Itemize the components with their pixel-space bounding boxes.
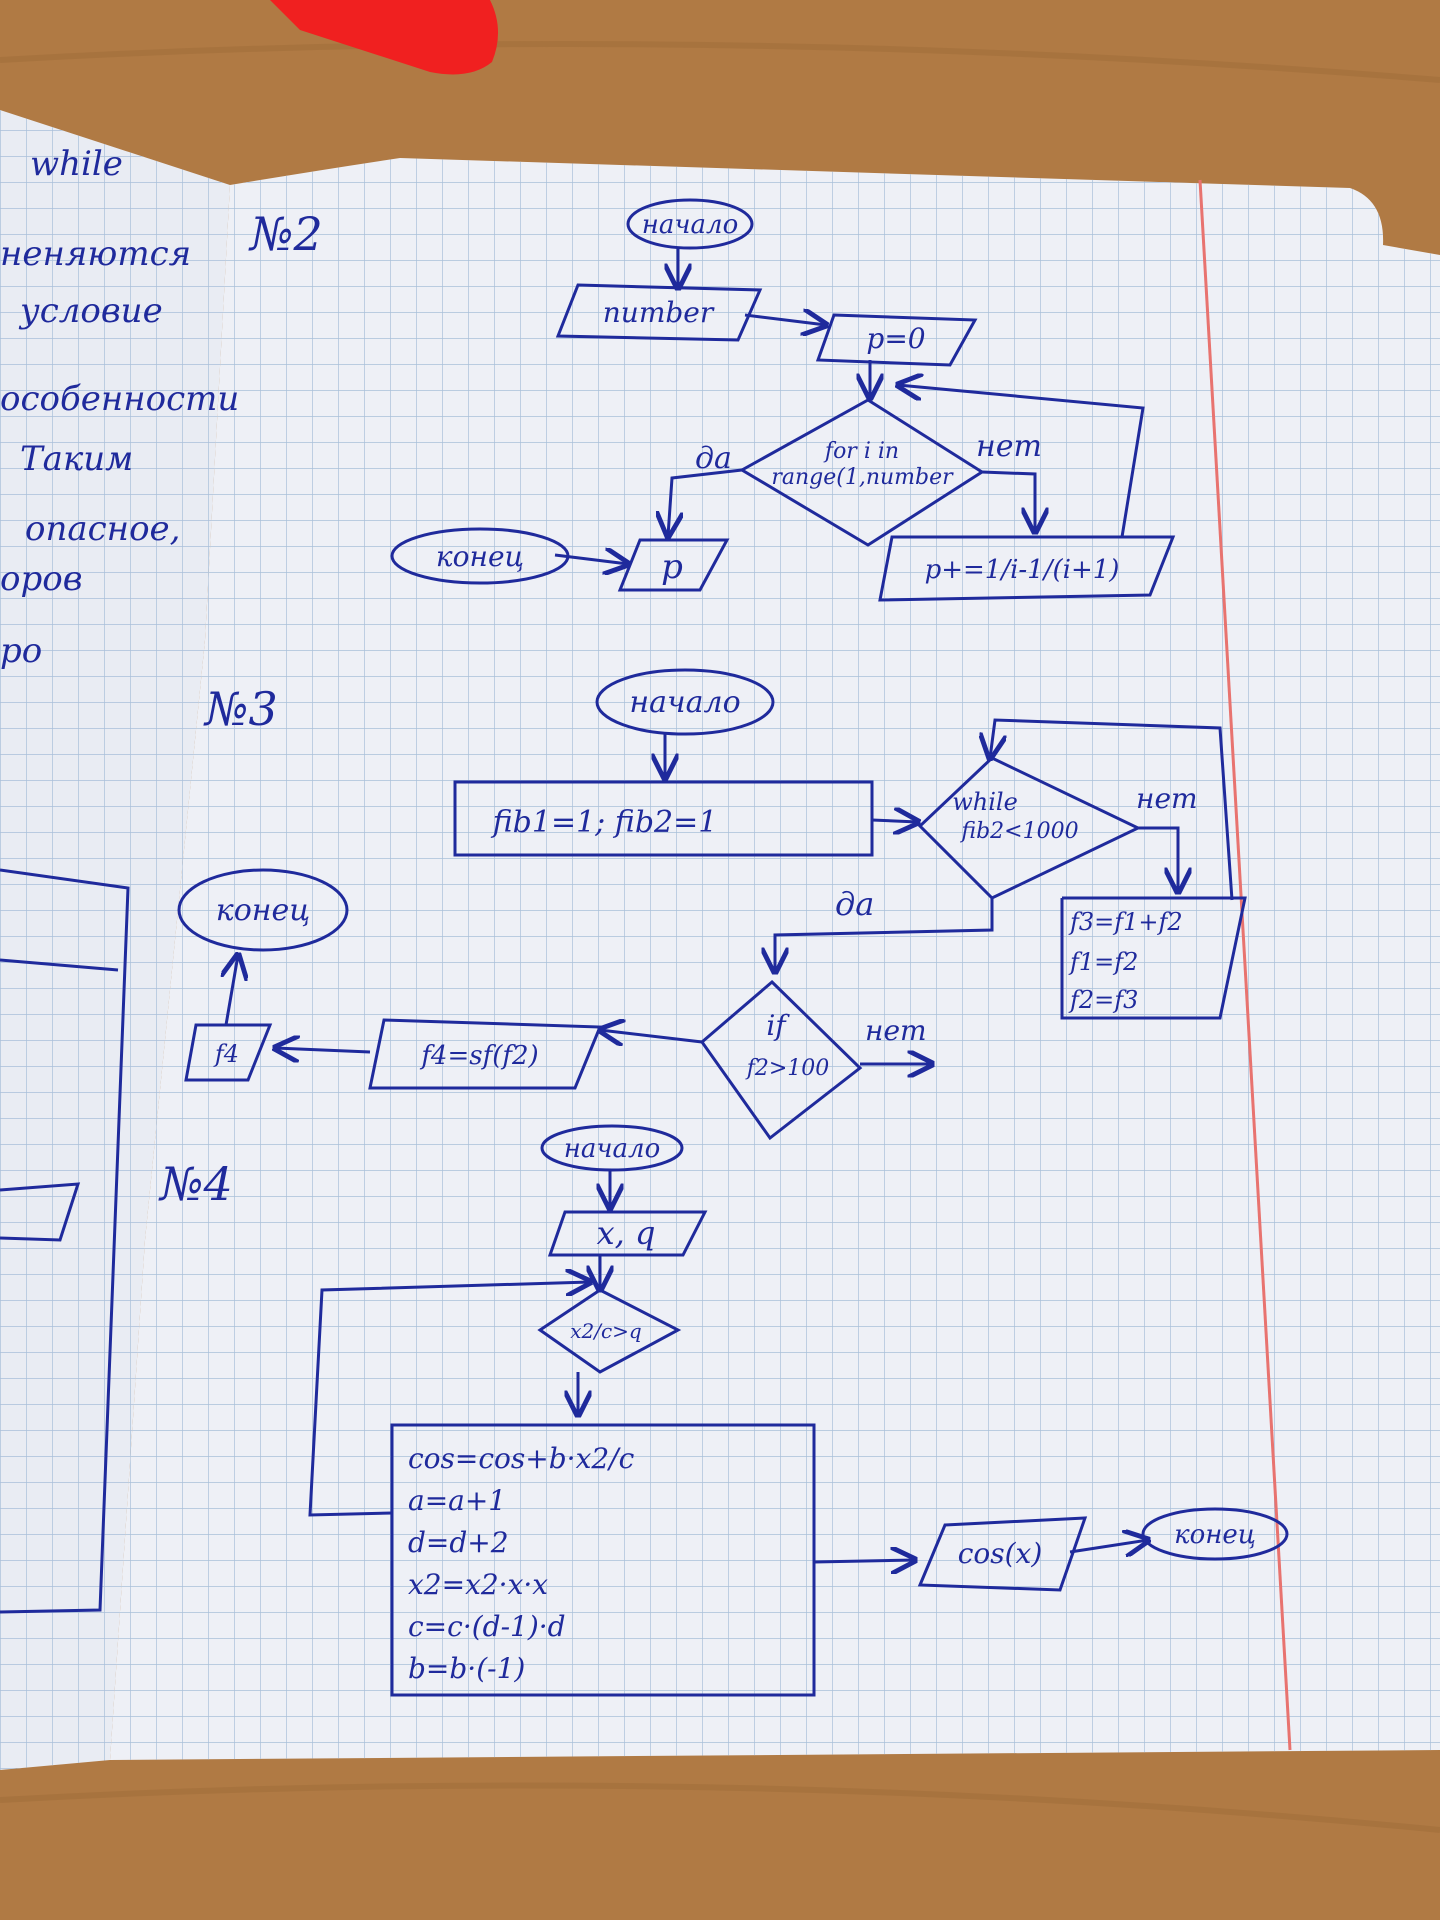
task2-number: №2 (248, 207, 323, 261)
task2-yes-label: да (695, 441, 732, 476)
task2-start-label: начало (642, 210, 739, 240)
left-word-4: особенности (0, 379, 239, 419)
task3-if-diamond (699, 979, 863, 1141)
task4-flowchart (308, 1124, 1289, 1697)
task4-number: №4 (158, 1157, 233, 1211)
task4-body-line6: b=b·(-1) (408, 1652, 525, 1685)
task3-while-line1: while (952, 788, 1018, 816)
task3-assign-box (368, 1018, 603, 1090)
task3-no-label: нет (1136, 782, 1198, 815)
task2-no-label: нет (976, 429, 1042, 464)
task2-init-box (815, 313, 978, 367)
task2-body-label: p+=1/i-1/(i+1) (925, 555, 1120, 585)
task4-body-line5: c=c·(d-1)·d (408, 1610, 566, 1643)
task3-end-terminal (177, 868, 349, 952)
task4-end-label: конец (1174, 1520, 1256, 1550)
left-word-2: неняются (0, 234, 191, 274)
task4-body-line3: d=d+2 (408, 1526, 509, 1559)
task3-if-line1: if (766, 1009, 790, 1042)
task3-loop-body-line3: f2=f3 (1068, 986, 1138, 1014)
left-word-5: Таким (20, 439, 133, 479)
task4-condition-label: x2/c>q (570, 1319, 642, 1343)
task2-end-terminal (390, 527, 570, 585)
task3-output-label: f4 (213, 1040, 239, 1068)
task4-start-terminal (540, 1124, 684, 1172)
task3-if-line2: f2>100 (745, 1056, 830, 1081)
task4-body-line1: cos=cos+b·x2/c (408, 1442, 635, 1475)
task3-flowchart (177, 668, 1247, 1141)
left-word-1: while (30, 144, 123, 184)
task3-loop-body-line2: f1=f2 (1068, 948, 1138, 976)
task3-start-terminal (595, 668, 775, 736)
task4-body-line2: a=a+1 (408, 1484, 506, 1517)
task2-input-label: number (603, 296, 715, 329)
task2-body-box (878, 535, 1176, 602)
task2-flowchart (390, 198, 1176, 602)
task2-init-label: p=0 (866, 322, 925, 355)
task3-init-label: fib1=1; fib2=1 (491, 805, 718, 840)
task4-end-terminal (1141, 1507, 1289, 1561)
task4-output-box (917, 1516, 1088, 1592)
task4-input-label: x, q (597, 1214, 656, 1252)
task4-body-box (390, 1423, 816, 1697)
task4-start-label: начало (564, 1134, 661, 1164)
left-word-8: ро (0, 631, 42, 671)
task3-init-box (453, 780, 874, 857)
task2-end-label: конец (436, 540, 524, 573)
task2-input-box (555, 283, 763, 342)
task4-body-line4: x2=x2·x·x (408, 1568, 548, 1601)
task2-output-label: p (661, 547, 683, 587)
left-word-7: оров (0, 559, 83, 599)
task4-condition-diamond (537, 1288, 682, 1374)
task4-input-box (547, 1210, 708, 1257)
left-word-3: условие (18, 291, 163, 331)
task3-assign-label: f4=sf(f2) (419, 1041, 538, 1071)
task3-while-line2: fib2<1000 (959, 819, 1078, 844)
task3-yes-label: да (835, 885, 874, 923)
task2-condition-line1: for i in (823, 439, 899, 464)
task2-condition-line2: range(1,number (771, 465, 954, 490)
task4-output-label: cos(x) (958, 1537, 1043, 1570)
task3-loop-body-box (1060, 896, 1247, 1020)
task3-loop-body-line1: f3=f1+f2 (1068, 908, 1183, 936)
task3-start-label: начало (629, 685, 740, 720)
task3-number: №3 (203, 682, 278, 736)
margin-line (1198, 179, 1292, 1751)
task3-end-label: конец (216, 893, 310, 928)
task3-output-box (184, 1023, 273, 1082)
left-word-6: опасное, (25, 509, 180, 549)
task3-if-no-label: нет (865, 1014, 927, 1047)
red-marker-cap (270, 0, 499, 75)
task2-start-terminal (626, 198, 754, 250)
task2-condition-diamond (738, 398, 985, 547)
